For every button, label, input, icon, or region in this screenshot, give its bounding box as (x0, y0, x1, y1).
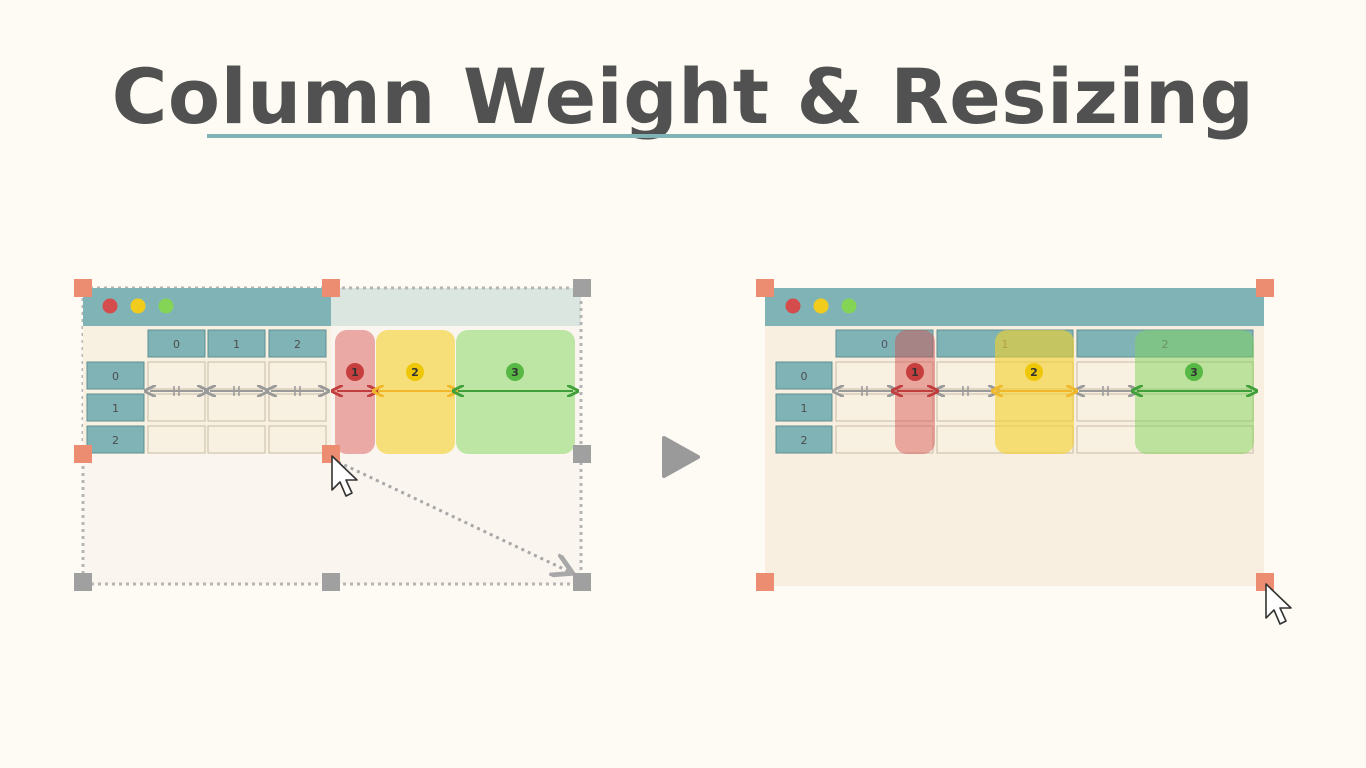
after-close-dot-icon[interactable] (785, 298, 801, 314)
weight-badge-3-label: 3 (511, 366, 519, 379)
col-header-1-label: 1 (233, 338, 240, 351)
after-weight-badge-3 (1185, 363, 1203, 381)
weight-badge-2 (406, 363, 424, 381)
resize-handle-mid-left[interactable] (74, 445, 92, 463)
resize-handle-top-mid[interactable] (322, 279, 340, 297)
weight-badge-2-label: 2 (411, 366, 419, 379)
after-window: 0 1 2 0 1 2 1 2 3 (756, 279, 1292, 625)
weight-badge-1-label: 1 (351, 366, 359, 379)
after-minimize-dot-icon[interactable] (813, 298, 829, 314)
after-resize-handle-top-left[interactable] (756, 279, 774, 297)
minimize-dot-icon[interactable] (130, 298, 146, 314)
after-weight-badge-3-label: 3 (1190, 366, 1198, 379)
drag-path-arrow (337, 460, 570, 572)
before-window: 0 1 2 0 1 2 1 2 3 (74, 279, 591, 591)
after-weight-badge-2 (1025, 363, 1043, 381)
after-weight-badge-1-label: 1 (911, 366, 919, 379)
weight-badge-3 (506, 363, 524, 381)
row-header-0-label: 0 (112, 370, 119, 383)
row-header-1-label: 1 (112, 402, 119, 415)
resize-handle-top-left[interactable] (74, 279, 92, 297)
after-resize-handle-bottom-left[interactable] (756, 573, 774, 591)
resize-handle-mid-right[interactable] (573, 445, 591, 463)
after-row-header-2 (775, 425, 833, 454)
window-titlebar[interactable] (83, 288, 331, 326)
row-header-1 (86, 393, 145, 422)
mouse-pointer-icon (331, 455, 358, 497)
after-row-header-2-label: 2 (801, 434, 808, 447)
resize-handle-top-right[interactable] (573, 279, 591, 297)
after-resize-handle-top-right[interactable] (1256, 279, 1274, 297)
col-header-2-label: 2 (294, 338, 301, 351)
col-header-0 (147, 329, 206, 358)
resize-handle-bottom-left[interactable] (74, 573, 92, 591)
after-row-header-1 (775, 393, 833, 422)
after-weight-badge-2-label: 2 (1030, 366, 1038, 379)
maximize-dot-icon[interactable] (158, 298, 174, 314)
cell-grid (147, 361, 327, 454)
ghost-titlebar (331, 288, 581, 326)
fixed-width-arrows (150, 386, 324, 396)
weight-badge-1 (346, 363, 364, 381)
after-maximize-dot-icon[interactable] (841, 298, 857, 314)
after-window-titlebar[interactable] (765, 288, 1264, 326)
row-header-2 (86, 425, 145, 454)
after-col-header-0 (835, 329, 934, 358)
resize-handle-bottom-right[interactable] (573, 573, 591, 591)
after-row-header-0 (775, 361, 833, 390)
col-header-2 (268, 329, 327, 358)
after-row-header-1-label: 1 (801, 402, 808, 415)
after-row-header-0-label: 0 (801, 370, 808, 383)
page-title: Column Weight & Resizing (111, 52, 1255, 141)
col-header-0-label: 0 (173, 338, 180, 351)
row-header-2-label: 2 (112, 434, 119, 447)
after-fixed-width-arrows (838, 386, 1134, 396)
after-mouse-pointer-icon (1265, 583, 1292, 625)
resize-handle-bottom-mid[interactable] (322, 573, 340, 591)
after-col-header-0-label: 0 (881, 338, 888, 351)
play-triangle-icon (662, 436, 700, 478)
close-dot-icon[interactable] (102, 298, 118, 314)
title-underline (207, 134, 1162, 138)
after-weight-badge-1 (906, 363, 924, 381)
row-header-0 (86, 361, 145, 390)
col-header-1 (207, 329, 266, 358)
